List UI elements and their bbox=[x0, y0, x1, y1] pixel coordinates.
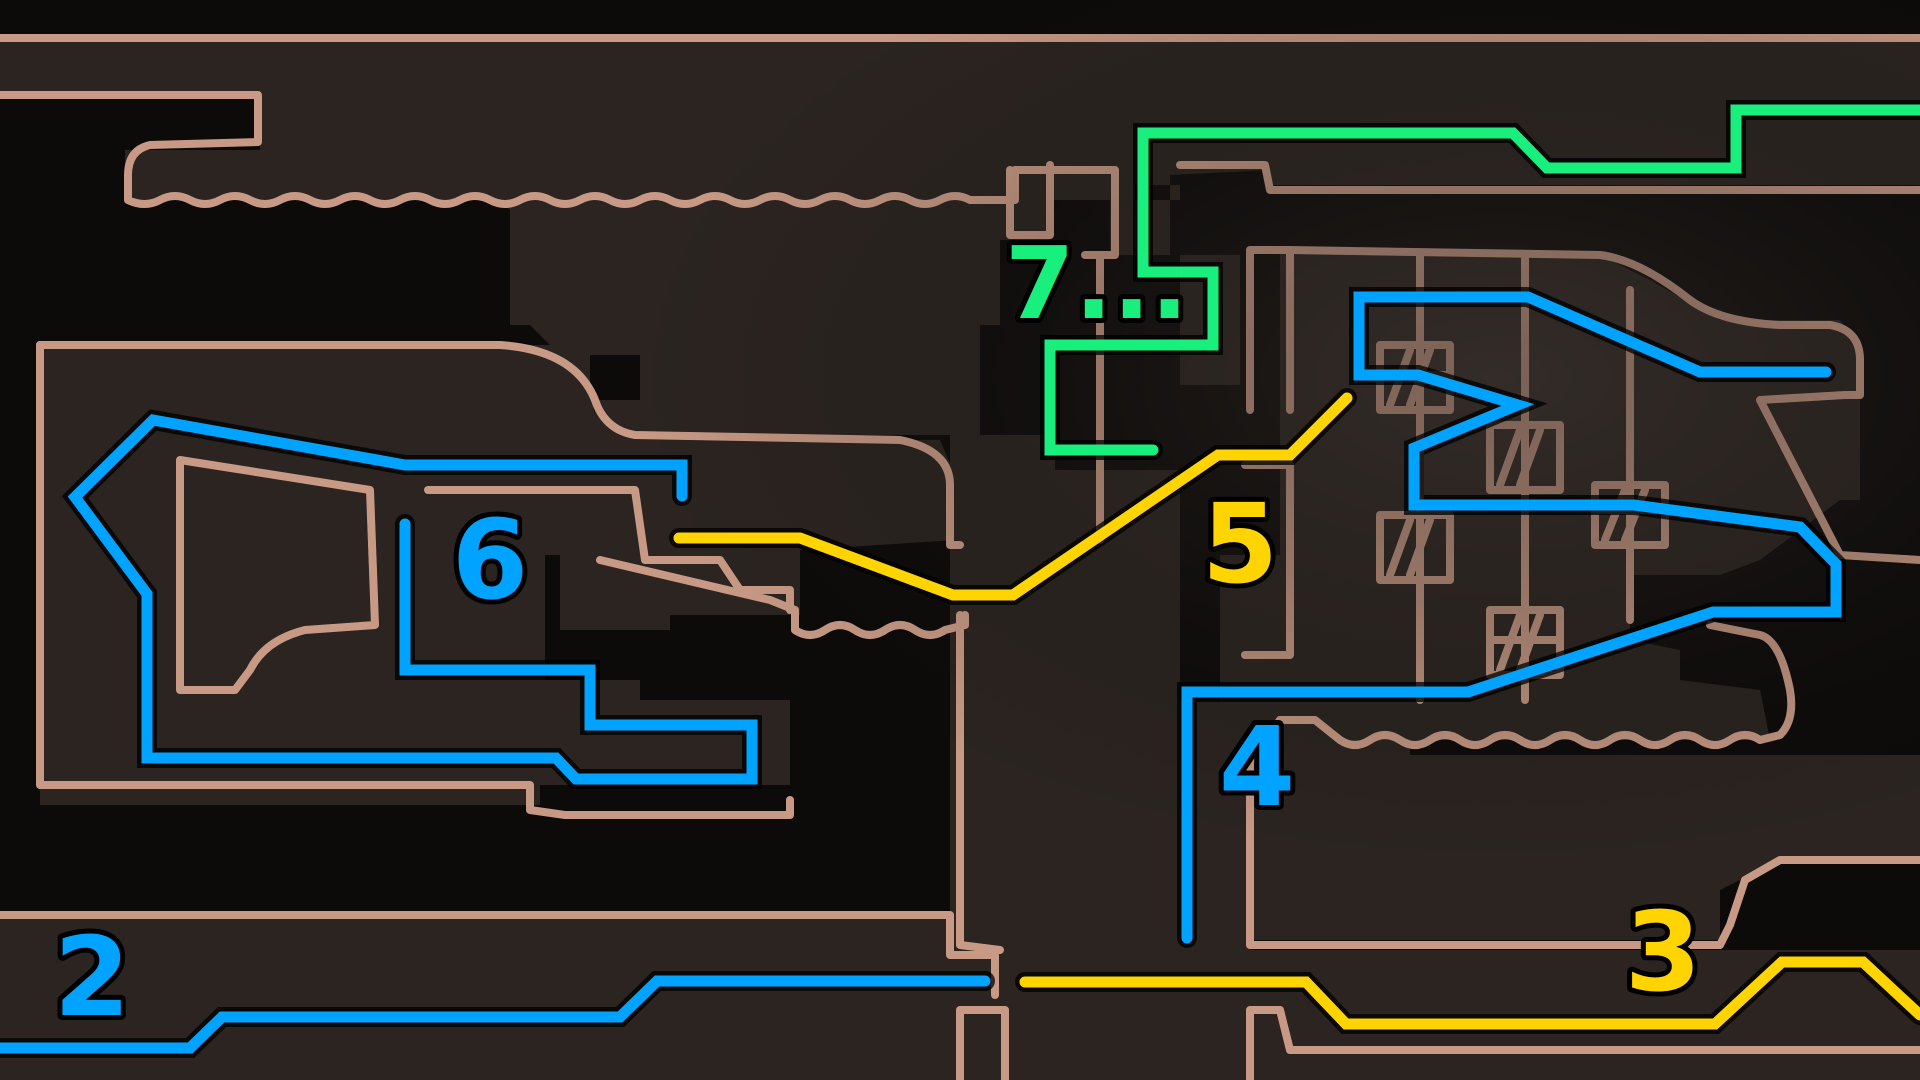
route-blue bbox=[0, 287, 1846, 1058]
blue-route-step-6 bbox=[67, 414, 758, 785]
step-label-3: 3 bbox=[1625, 888, 1702, 1016]
yellow-route-step-5 bbox=[673, 392, 1353, 601]
step-label-7: 7... bbox=[1005, 225, 1189, 342]
green-route-step-7 bbox=[1044, 104, 1920, 456]
route-green bbox=[1040, 100, 1920, 460]
blue-route-step-2 bbox=[0, 975, 991, 1054]
step-label-6: 6 bbox=[452, 496, 529, 624]
step-label-2: 2 bbox=[54, 913, 131, 1041]
blue-route-step-4 bbox=[1181, 291, 1842, 944]
route-yellow bbox=[669, 388, 1920, 1034]
step-label-4: 4 bbox=[1219, 703, 1296, 831]
step-label-5: 5 bbox=[1202, 480, 1279, 608]
yellow-route-step-3 bbox=[1019, 956, 1920, 1030]
